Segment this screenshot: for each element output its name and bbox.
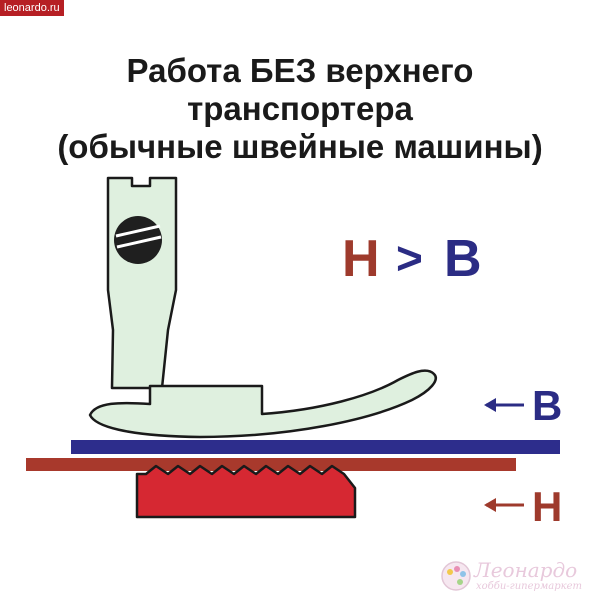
title-line-3: (обычные швейные машины)	[57, 128, 543, 165]
palette-icon	[441, 561, 471, 591]
upper-fabric	[71, 440, 560, 454]
lower-arrow-icon	[484, 498, 524, 512]
upper-label: В	[532, 382, 562, 429]
relation-left: Н	[342, 230, 380, 288]
site-badge[interactable]: leonardo.ru	[0, 0, 64, 16]
title-line-2: транспортера	[187, 90, 413, 127]
logo-name: Леонардо	[474, 558, 578, 582]
presser-foot-sole	[88, 369, 437, 439]
upper-arrow-icon	[484, 398, 524, 412]
lower-label: Н	[532, 483, 562, 530]
page-title: Работа БЕЗ верхнего транспортера (обычны…	[0, 52, 600, 166]
feed-dog	[135, 464, 357, 519]
title-line-1: Работа БЕЗ верхнего	[126, 52, 474, 89]
presser-foot-shank	[106, 176, 178, 390]
relation-op: >	[396, 232, 423, 284]
logo-tagline: хобби-гипермаркет	[476, 581, 582, 592]
screw-icon	[114, 216, 162, 264]
relation-right: В	[444, 230, 482, 288]
lower-fabric	[26, 458, 516, 471]
store-logo: Леонардо хобби-гипермаркет	[440, 556, 596, 596]
